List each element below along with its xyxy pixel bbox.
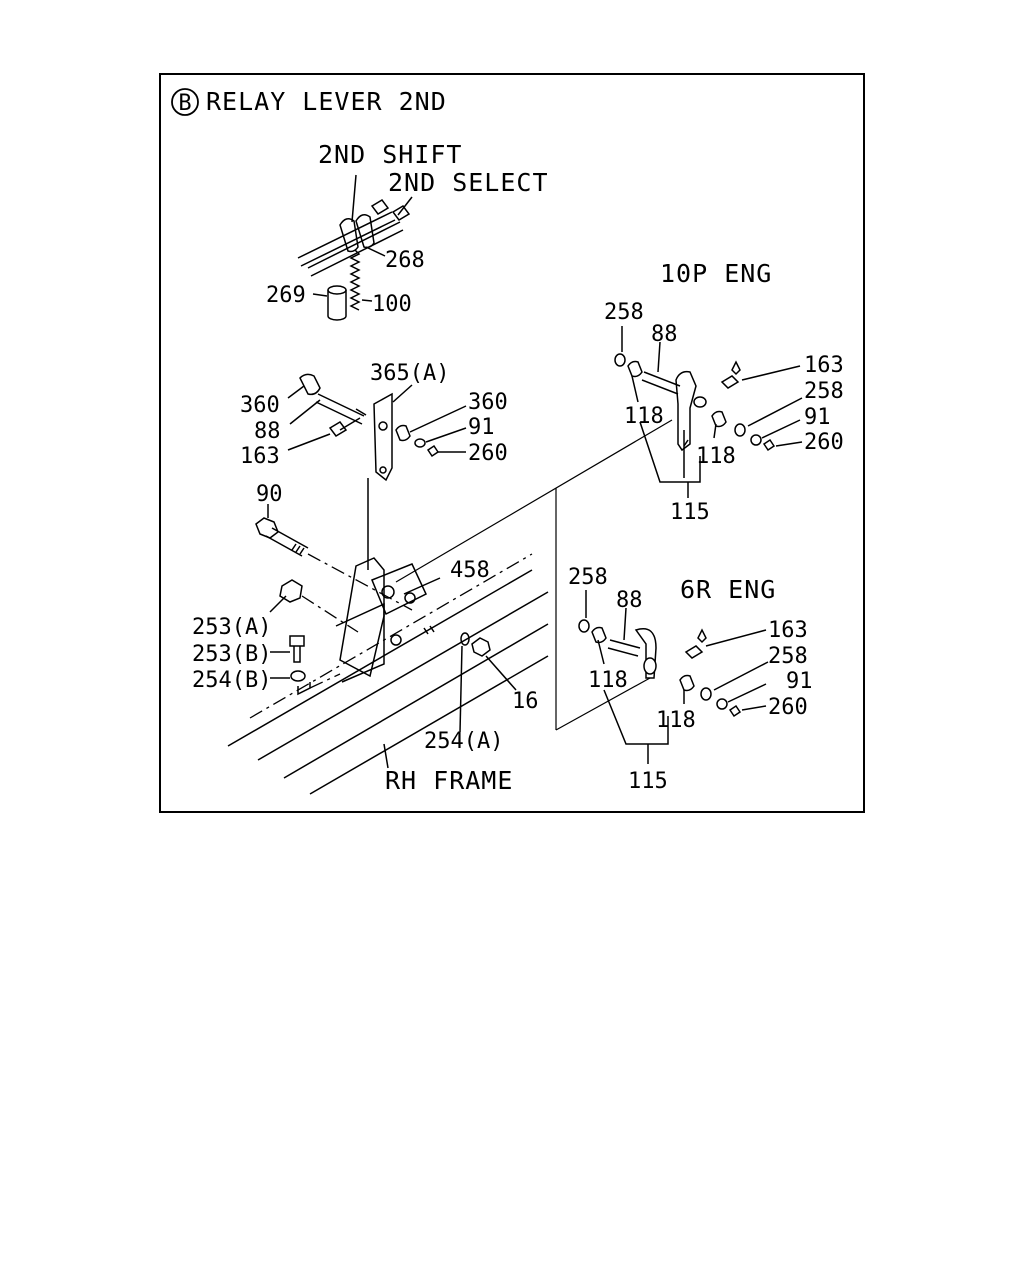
bracket-115-6r (603, 689, 669, 764)
label-258-10p-b: 258 (804, 379, 844, 404)
label-365a: 365(A) (370, 361, 449, 386)
grease-nipple-163-10p (720, 360, 801, 389)
cotter-260-6r (728, 704, 767, 718)
spring-100 (349, 249, 373, 311)
label-91-10p: 91 (804, 405, 831, 430)
rh-frame-rails (227, 553, 549, 795)
label-163-6r: 163 (768, 618, 808, 643)
linkage-lines (395, 419, 673, 731)
label-88-6r: 88 (616, 588, 643, 613)
label-360-right: 360 (468, 390, 508, 415)
section-marker-circle (171, 88, 199, 116)
bolt-253a (269, 579, 359, 633)
washer-91-left (414, 427, 467, 448)
label-118-10p-b: 118 (696, 444, 736, 469)
caption-10p-eng: 10P ENG (660, 259, 772, 288)
label-260-10p: 260 (804, 430, 844, 455)
pin-88-left (289, 393, 367, 425)
washer-91-10p (750, 419, 801, 446)
bolt-90 (255, 504, 413, 611)
label-260-6r: 260 (768, 695, 808, 720)
bushing-118b-6r (679, 674, 695, 704)
label-88-left: 88 (254, 419, 281, 444)
washer-258a-10p (614, 326, 626, 367)
label-163-10p: 163 (804, 353, 844, 378)
caption-rh-frame: RH FRAME (385, 766, 513, 795)
label-258-6r-a: 258 (568, 565, 608, 590)
label-163-left: 163 (240, 444, 280, 469)
label-115-6r: 115 (628, 769, 668, 794)
collar-269 (312, 285, 347, 321)
label-269: 269 (266, 283, 306, 308)
washer-254a (459, 632, 470, 733)
lever-10p (675, 370, 707, 478)
cotter-260-10p (762, 438, 803, 452)
label-258-6r-b: 258 (768, 644, 808, 669)
label-91-6r: 91 (786, 669, 813, 694)
label-253a: 253(A) (192, 615, 271, 640)
label-100: 100 (372, 292, 412, 317)
bracket-458 (335, 557, 441, 683)
label-254b: 254(B) (192, 668, 271, 693)
grease-nipple-163-6r (684, 628, 767, 659)
cotter-260-left (426, 444, 466, 458)
bushing-360-right (395, 405, 467, 442)
label-115-10p: 115 (670, 500, 710, 525)
bushing-118a-10p (627, 360, 643, 403)
washer-91-6r (716, 683, 767, 710)
washer-258b-6r (700, 661, 769, 701)
label-88-10p: 88 (651, 322, 678, 347)
shift-select-rods (297, 174, 413, 277)
pin-88-6r (607, 607, 641, 657)
washer-254b (270, 670, 341, 696)
bolt-253b (270, 635, 305, 663)
bushing-118b-10p (711, 410, 727, 439)
label-90: 90 (256, 482, 283, 507)
label-253b: 253(B) (192, 642, 271, 667)
bushing-118a-6r (591, 626, 607, 665)
nut-16 (471, 637, 517, 691)
label-118-10p-a: 118 (624, 404, 664, 429)
grease-nipple-163-left (287, 417, 361, 451)
title-block: B RELAY LEVER 2ND (171, 87, 447, 116)
label-16: 16 (512, 689, 539, 714)
diagram-border (159, 73, 865, 813)
caption-6r-eng: 6R ENG (680, 575, 776, 604)
pin-88-10p (641, 341, 681, 395)
washer-258a-6r (578, 590, 590, 633)
label-118-6r-b: 118 (656, 708, 696, 733)
diagram-title: RELAY LEVER 2ND (206, 87, 447, 116)
label-360-left: 360 (240, 393, 280, 418)
label-91-left: 91 (468, 415, 495, 440)
label-260-left: 260 (468, 441, 508, 466)
bracket-115-10p (639, 421, 701, 498)
bolt-360-left (287, 373, 321, 399)
label-118-6r-a: 118 (588, 668, 628, 693)
washer-258b-10p (734, 397, 803, 437)
label-458: 458 (450, 558, 490, 583)
label-254a: 254(A) (424, 729, 503, 754)
relay-lever-365a (367, 384, 413, 570)
label-268: 268 (385, 248, 425, 273)
label-258-10p-a: 258 (604, 300, 644, 325)
lever-6r (634, 628, 657, 679)
section-marker-letter: B (178, 91, 191, 116)
caption-2nd-shift: 2ND SHIFT (318, 140, 462, 169)
caption-2nd-select: 2ND SELECT (388, 168, 549, 197)
